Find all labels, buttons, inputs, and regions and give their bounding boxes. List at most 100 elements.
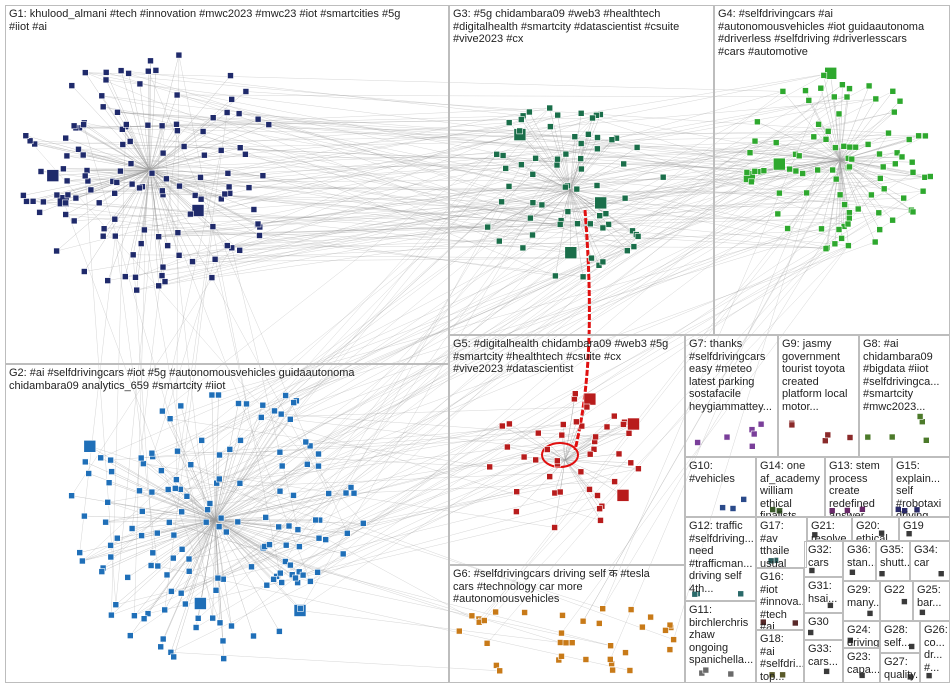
- group-panel-g20: G20: ethical...: [852, 517, 899, 541]
- node-g1: [117, 167, 124, 175]
- edge: [197, 134, 520, 211]
- node-g6: [582, 656, 590, 663]
- node-g5: [520, 453, 528, 461]
- node-g3: [586, 220, 594, 228]
- node-g9: [846, 434, 854, 441]
- node-g1: [40, 198, 47, 206]
- node-g18: [768, 671, 776, 679]
- node-g5: [573, 418, 580, 426]
- edge: [149, 169, 263, 176]
- node-g4: [843, 93, 851, 101]
- edge: [158, 201, 502, 237]
- node-g1: [111, 215, 119, 223]
- group-label-g27: G27: quality...: [884, 656, 919, 681]
- node-g2: [105, 479, 113, 487]
- node-g1: [236, 144, 244, 151]
- group-label-g10: G10: #vehicles: [689, 460, 735, 485]
- edge: [201, 91, 893, 441]
- group-panel-g1: G1: khulood_almani #tech #innovation #mw…: [5, 5, 449, 364]
- node-g4: [754, 118, 761, 126]
- node-g5: [577, 468, 585, 476]
- edge: [214, 519, 287, 546]
- group-label-g13: G13: stem process create redefined answe…: [829, 460, 880, 517]
- node-g2: [159, 635, 167, 643]
- node-g1: [197, 195, 205, 203]
- node-g1: [187, 210, 194, 218]
- node-g34: [937, 570, 945, 578]
- edge: [214, 403, 247, 521]
- node-g2: [206, 500, 214, 507]
- group-label-g22: G22: [884, 584, 905, 596]
- node-g5: [543, 446, 551, 453]
- edge: [115, 519, 216, 605]
- node-g3: [594, 196, 608, 210]
- edge: [214, 405, 264, 521]
- node-g4: [905, 136, 913, 143]
- edge: [169, 522, 561, 643]
- edge: [104, 202, 533, 229]
- node-g2: [166, 519, 173, 526]
- edge: [115, 236, 159, 567]
- node-g4: [846, 143, 854, 151]
- edge: [90, 169, 151, 191]
- edge: [295, 577, 611, 646]
- group-panel-g2: G2: #ai #selfdrivingcars #iot #5g #auton…: [5, 364, 449, 683]
- edge: [167, 245, 828, 248]
- node-g21: [811, 531, 819, 539]
- node-g1: [218, 195, 225, 203]
- node-g2: [154, 529, 161, 537]
- group-label-g20: G20: ethical...: [856, 520, 897, 541]
- edge: [569, 189, 578, 224]
- node-g4: [876, 175, 884, 182]
- node-g2: [194, 597, 207, 610]
- node-g3: [554, 111, 562, 119]
- edge: [261, 406, 587, 418]
- edge: [569, 189, 600, 216]
- node-g1: [228, 96, 235, 103]
- edge: [192, 114, 558, 262]
- edge: [501, 189, 571, 203]
- node-g2: [359, 519, 367, 527]
- node-g2: [164, 486, 172, 493]
- edge: [231, 213, 778, 627]
- node-g3: [495, 237, 503, 245]
- node-g1: [119, 126, 126, 133]
- node-g10: [719, 504, 726, 511]
- group-label-g36: G36: stan...: [847, 544, 876, 569]
- edge: [214, 519, 254, 637]
- node-g20: [878, 529, 885, 537]
- node-g2: [302, 438, 310, 446]
- edge: [569, 189, 572, 253]
- edge: [292, 236, 639, 575]
- edge: [135, 169, 151, 278]
- node-g1: [245, 184, 253, 191]
- edge: [219, 247, 524, 456]
- edge: [782, 91, 841, 161]
- node-g4: [822, 136, 830, 143]
- node-g13: [859, 505, 866, 513]
- edge: [189, 462, 631, 572]
- node-g4: [868, 191, 875, 199]
- edge: [214, 441, 306, 521]
- edge: [263, 223, 578, 549]
- edge: [839, 159, 850, 219]
- node-g6: [609, 666, 616, 674]
- node-g1: [62, 134, 70, 142]
- group-panel-g27: G27: quality...: [880, 653, 920, 683]
- edge: [214, 490, 281, 521]
- node-g2: [290, 492, 297, 499]
- edge: [564, 459, 624, 496]
- group-panel-g22: G22: [880, 581, 913, 621]
- node-g4: [880, 185, 888, 193]
- edge: [149, 169, 222, 200]
- node-g4: [802, 87, 809, 94]
- node-g2: [270, 575, 277, 583]
- edge: [99, 202, 571, 253]
- node-g12: [691, 590, 699, 598]
- edge: [300, 197, 904, 609]
- edge: [115, 489, 590, 605]
- node-g2: [285, 522, 293, 530]
- edge: [71, 85, 151, 171]
- edge: [149, 169, 193, 262]
- edge: [40, 171, 533, 236]
